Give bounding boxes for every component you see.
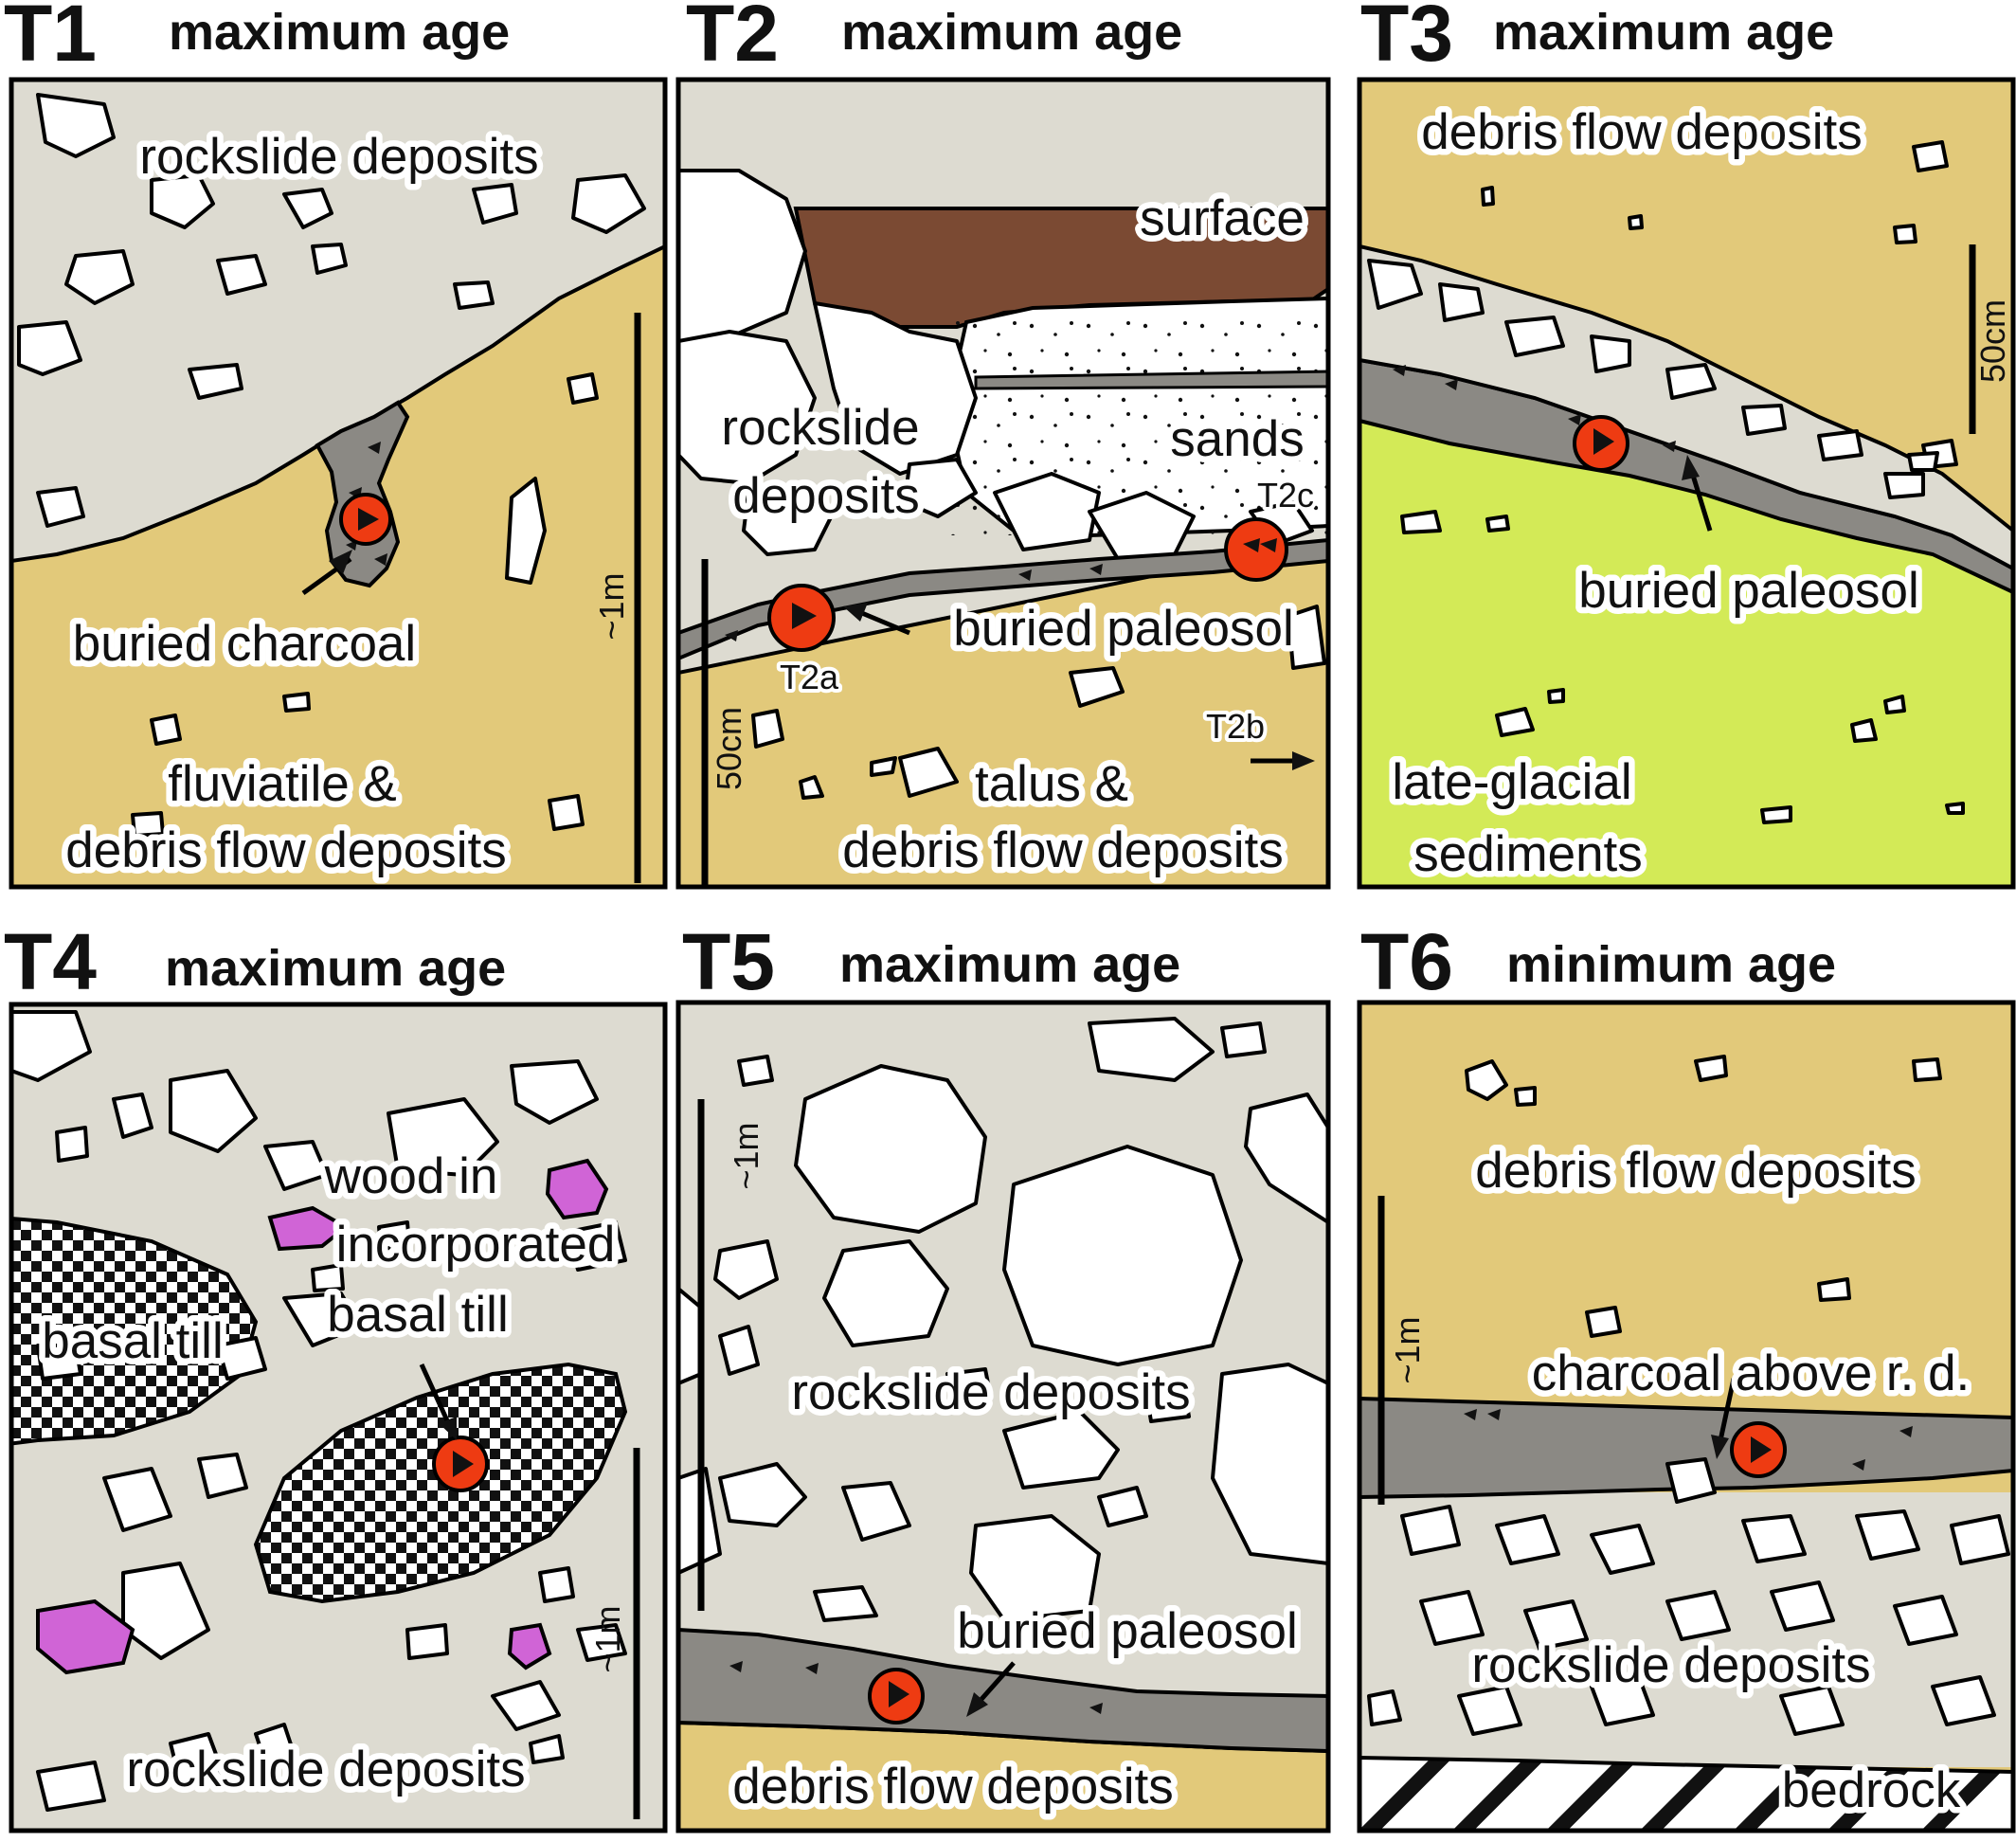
panel-t4: T4 maximum age basal till wood in incorp… — [4, 917, 668, 1833]
t4-label-basal-till: basal till — [42, 1313, 223, 1369]
t4-wood-fragment — [36, 1598, 135, 1675]
t1-panel-id: T1 — [4, 0, 97, 78]
t5-label-debris-flow: debris flow deposits — [732, 1759, 1173, 1815]
t2-label-bottom-1: talus & — [975, 756, 1128, 812]
panel-t5: T5 maximum age rockslide deposits buried… — [675, 917, 1331, 1833]
t6-panel-title: minimum age — [1506, 936, 1836, 993]
t5-label-paleosol: buried paleosol — [957, 1603, 1297, 1659]
t2-panel-id: T2 — [686, 0, 779, 78]
t2-label-rockslide-1: rockslide — [721, 400, 919, 456]
t6-scale-label: ~1m — [1388, 1316, 1427, 1383]
t2-label-paleosol: buried paleosol — [953, 601, 1293, 657]
t2-panel-title: maximum age — [841, 4, 1182, 61]
t6-charcoal-layer — [1359, 1396, 2013, 1500]
t4-panel-title: maximum age — [165, 940, 506, 997]
panel-t6: T6 minimum age debris flow deposits char… — [1357, 917, 2016, 1833]
t4-wood-fragment — [507, 1622, 552, 1670]
t6-label-debris-flow: debris flow deposits — [1475, 1143, 1916, 1199]
t6-label-bedrock: bedrock — [1782, 1762, 1961, 1818]
t4-label-wood-3: basal till — [327, 1287, 508, 1343]
t2-label-rockslide-2: deposits — [732, 468, 919, 524]
panel-t1: T1 maximum age rockslide deposits buried… — [4, 0, 668, 890]
t3-scale-label: 50cm — [1973, 299, 2012, 383]
panel-t3: T3 maximum age debris flow deposits buri… — [1357, 0, 2016, 890]
t6-bedrock-layer — [1359, 1755, 2013, 1831]
t2-sample-b-label: T2b — [1206, 707, 1265, 746]
t6-panel-id: T6 — [1360, 917, 1453, 1006]
t6-label-rockslide: rockslide deposits — [1471, 1637, 1870, 1693]
t4-label-wood-2: incorporated — [336, 1217, 616, 1273]
t2-scale-label: 50cm — [710, 707, 748, 790]
t5-panel-id: T5 — [682, 917, 775, 1006]
t4-panel-id: T4 — [4, 917, 97, 1006]
t2-sample-a-label: T2a — [780, 658, 839, 696]
t1-label-charcoal: buried charcoal — [73, 616, 416, 672]
t3-panel-title: maximum age — [1493, 4, 1834, 61]
t2-label-surface: surface — [1140, 190, 1305, 246]
t3-panel-id: T3 — [1360, 0, 1453, 78]
t3-label-lateglacial-1: late-glacial — [1392, 754, 1631, 810]
t4-label-rockslide: rockslide deposits — [126, 1742, 525, 1797]
t2-sample-c-label: T2c — [1257, 476, 1314, 515]
t1-panel-title: maximum age — [169, 4, 510, 61]
t2-label-bottom-2: debris flow deposits — [842, 822, 1283, 878]
t1-label-bottom-2: debris flow deposits — [65, 822, 506, 878]
t3-label-paleosol: buried paleosol — [1578, 563, 1918, 619]
t2-label-sands: sands — [1170, 411, 1304, 467]
t4-wood-fragment — [267, 1205, 350, 1252]
t6-label-charcoal: charcoal above r. d. — [1532, 1345, 1971, 1401]
panel-t2: T2 maximum age surface rockslide deposit… — [675, 0, 1331, 890]
t5-label-rockslide: rockslide deposits — [791, 1364, 1190, 1420]
t5-paleosol-layer — [678, 1627, 1328, 1754]
t4-scale-label: ~1m — [588, 1605, 627, 1672]
t5-scale-label: ~1m — [727, 1122, 765, 1189]
t1-scale-label: ~1m — [592, 572, 631, 640]
t3-label-lateglacial-2: sediments — [1413, 826, 1643, 882]
t1-label-rockslide: rockslide deposits — [139, 129, 538, 185]
t3-label-debris-flow: debris flow deposits — [1421, 104, 1862, 160]
t4-wood-fragment — [545, 1158, 609, 1220]
t4-label-wood-1: wood in — [324, 1148, 498, 1204]
t5-panel-title: maximum age — [839, 936, 1180, 993]
t1-label-bottom-1: fluviatile & — [168, 756, 397, 812]
